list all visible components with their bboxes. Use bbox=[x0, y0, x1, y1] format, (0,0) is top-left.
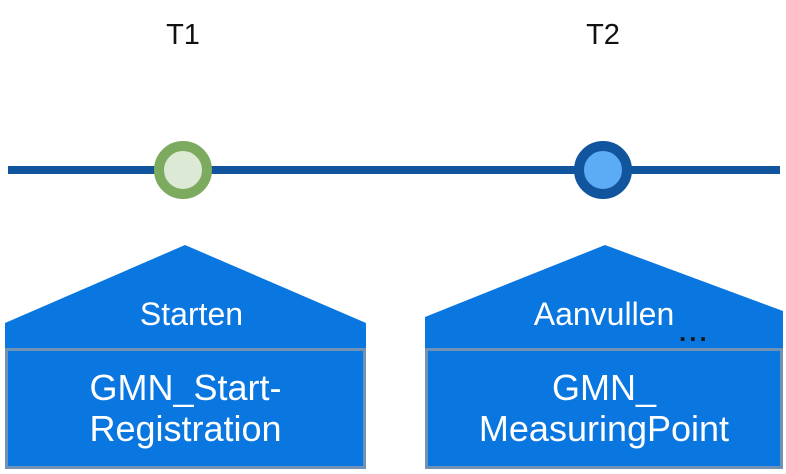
pentagon-shape-start bbox=[5, 245, 366, 351]
process-action-label-start: Starten bbox=[139, 296, 244, 332]
object-box-label-measuringpoint: GMN_MeasuringPoint bbox=[428, 368, 780, 449]
time-label-t2: T2 bbox=[586, 19, 620, 51]
process-group-supplement-measuringpoint[interactable]: Aanvullen ... GMN_MeasuringPoint bbox=[425, 245, 783, 469]
object-box-measuringpoint[interactable]: GMN_MeasuringPoint bbox=[425, 348, 783, 469]
timeline-marker-t1[interactable] bbox=[154, 141, 212, 199]
process-action-label-supplement: Aanvullen bbox=[533, 296, 675, 332]
object-label-line1: GMN_Start- bbox=[89, 367, 282, 409]
pentagon-shape-supplement bbox=[425, 245, 783, 351]
timeline-marker-t2[interactable] bbox=[574, 141, 632, 199]
process-group-start-registration[interactable]: Starten GMN_Start-Registration bbox=[5, 245, 366, 469]
time-label-t1: T1 bbox=[166, 19, 200, 51]
object-box-start-registration[interactable]: GMN_Start-Registration bbox=[5, 348, 366, 469]
object-label-line1: GMN_ bbox=[551, 367, 656, 409]
object-label-line2: Registration bbox=[89, 407, 282, 449]
object-label-line2: MeasuringPoint bbox=[478, 407, 730, 449]
timeline-axis bbox=[8, 166, 780, 174]
object-box-label-start-registration: GMN_Start-Registration bbox=[8, 368, 363, 449]
ellipsis-icon: ... bbox=[679, 317, 710, 347]
